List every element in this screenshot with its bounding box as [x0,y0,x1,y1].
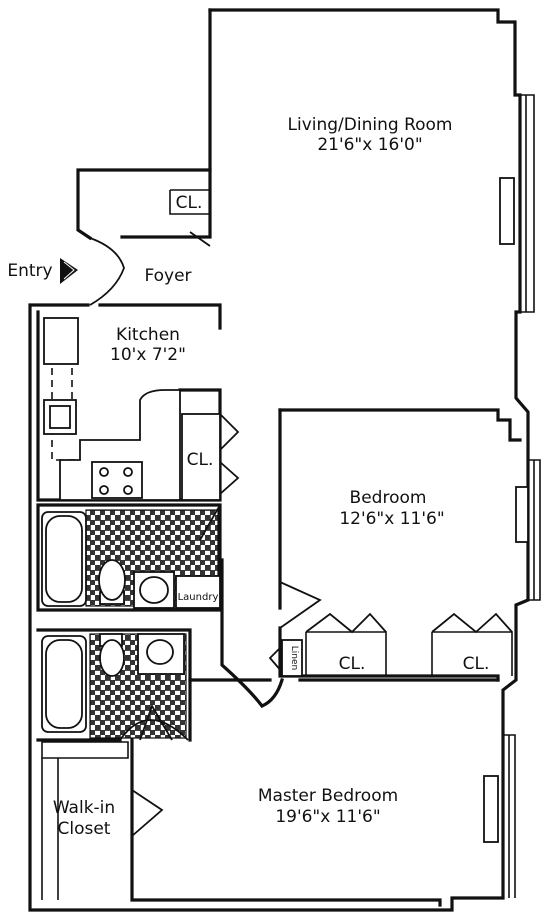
foyer-area [89,168,212,306]
master-bedroom-area [130,678,500,907]
kitchen-closet-label: CL. [187,450,214,470]
bedroom-closet-left-label: CL. [339,654,366,674]
kitchen-size: 10'x 7'2" [110,345,186,365]
walk-in-closet-label-line2: Closet [58,819,111,839]
kitchen-area [36,310,240,502]
foyer-label: Foyer [144,266,191,286]
bathroom-1 [36,503,222,612]
bedroom-area [220,408,522,708]
kitchen-label: Kitchen [116,325,180,345]
exterior-walls [28,8,541,912]
living-dining-room-label: Living/Dining Room [288,115,453,135]
linen-label: Linen [289,646,299,670]
master-bedroom-size: 19'6"x 11'6" [275,807,380,827]
bedroom-closet-right-label: CL. [463,654,490,674]
bedroom-size: 12'6"x 11'6" [339,509,444,529]
bedroom-label: Bedroom [350,488,427,508]
walk-in-closet-label-line1: Walk-in [53,798,115,818]
entry-label: Entry [7,261,52,281]
master-bedroom-label: Master Bedroom [258,786,398,806]
bathroom-2 [36,628,192,742]
laundry-label: Laundry [178,592,219,603]
walk-in-closet-area [41,741,129,900]
entry-arrow-icon [60,258,78,284]
living-dining-room-size: 21'6"x 16'0" [317,135,422,155]
foyer-closet-label: CL. [176,193,203,213]
